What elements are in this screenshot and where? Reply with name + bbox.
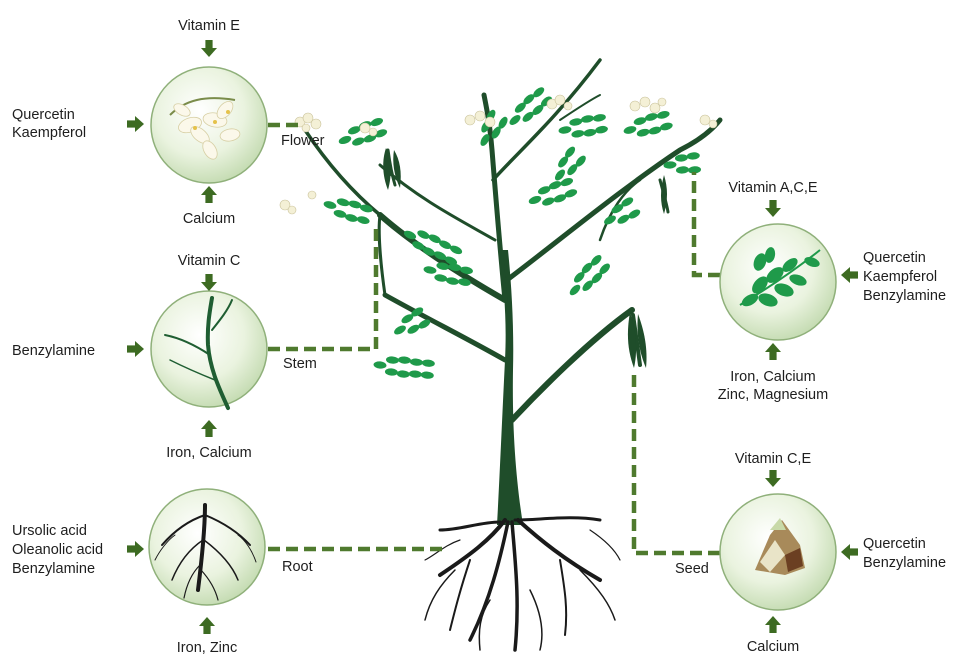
- flower-side-nutrient-2: Kaempferol: [12, 125, 86, 141]
- flower-side-nutrient-1: Quercetin: [12, 107, 75, 123]
- leaf-circle: [720, 224, 836, 340]
- arrow-left-icon: [841, 544, 858, 560]
- root-part-label: Root: [282, 559, 313, 575]
- root-side-nutrient-2: Oleanolic acid: [12, 542, 103, 558]
- seed-part-label: Seed: [675, 561, 709, 577]
- tree-trunk: [497, 250, 523, 525]
- flower-bottom-nutrient: Calcium: [183, 211, 235, 227]
- seed-circle: [720, 494, 836, 610]
- stem-top-nutrient: Vitamin C: [178, 253, 241, 269]
- arrow-up-icon: [201, 420, 217, 437]
- root-circle: [149, 489, 265, 605]
- root-side-nutrient-1: Ursolic acid: [12, 523, 87, 539]
- flower-part-label: Flower: [281, 133, 325, 149]
- stem-part-label: Stem: [283, 356, 317, 372]
- stem-side-nutrient-1: Benzylamine: [12, 343, 95, 359]
- arrow-right-icon: [127, 116, 144, 132]
- arrow-up-icon: [765, 616, 781, 633]
- arrow-right-icon: [127, 541, 144, 557]
- stem-bottom-nutrient: Iron, Calcium: [166, 445, 251, 461]
- leaf-bottom-nutrient-1: Iron, Calcium: [730, 369, 815, 385]
- tree-flowers: [280, 95, 717, 214]
- seed-side-nutrient-2: Benzylamine: [863, 555, 946, 571]
- arrow-up-icon: [199, 617, 215, 634]
- arrow-down-icon: [765, 200, 781, 217]
- leaf-side-nutrient-3: Benzylamine: [863, 288, 946, 304]
- flower-circle: [151, 67, 267, 183]
- seed-connector: [634, 370, 720, 553]
- leaf-bottom-nutrient-2: Zinc, Magnesium: [718, 387, 828, 403]
- arrow-up-icon: [765, 343, 781, 360]
- moringa-tree: [280, 60, 720, 650]
- stem-circle: [151, 291, 267, 408]
- arrow-down-icon: [201, 40, 217, 57]
- tree-seed-pods: [383, 148, 667, 368]
- stem-connector: [268, 228, 376, 349]
- leaf-top-nutrient: Vitamin A,C,E: [728, 180, 818, 196]
- arrow-left-icon: [841, 267, 858, 283]
- arrow-right-icon: [127, 341, 144, 357]
- seed-top-nutrient: Vitamin C,E: [735, 451, 812, 467]
- root-side-nutrient-3: Benzylamine: [12, 561, 95, 577]
- arrow-down-icon: [765, 470, 781, 487]
- leaf-connector: [694, 172, 720, 275]
- root-bottom-nutrient: Iron, Zinc: [177, 640, 237, 656]
- arrow-down-icon: [201, 274, 217, 291]
- seed-bottom-nutrient: Calcium: [747, 639, 799, 655]
- leaf-side-nutrient-2: Kaempferol: [863, 269, 937, 285]
- leaf-side-nutrient-1: Quercetin: [863, 250, 926, 266]
- tree-roots: [425, 518, 620, 650]
- seed-side-nutrient-1: Quercetin: [863, 536, 926, 552]
- arrow-up-icon: [201, 186, 217, 203]
- flower-top-nutrient: Vitamin E: [178, 18, 240, 34]
